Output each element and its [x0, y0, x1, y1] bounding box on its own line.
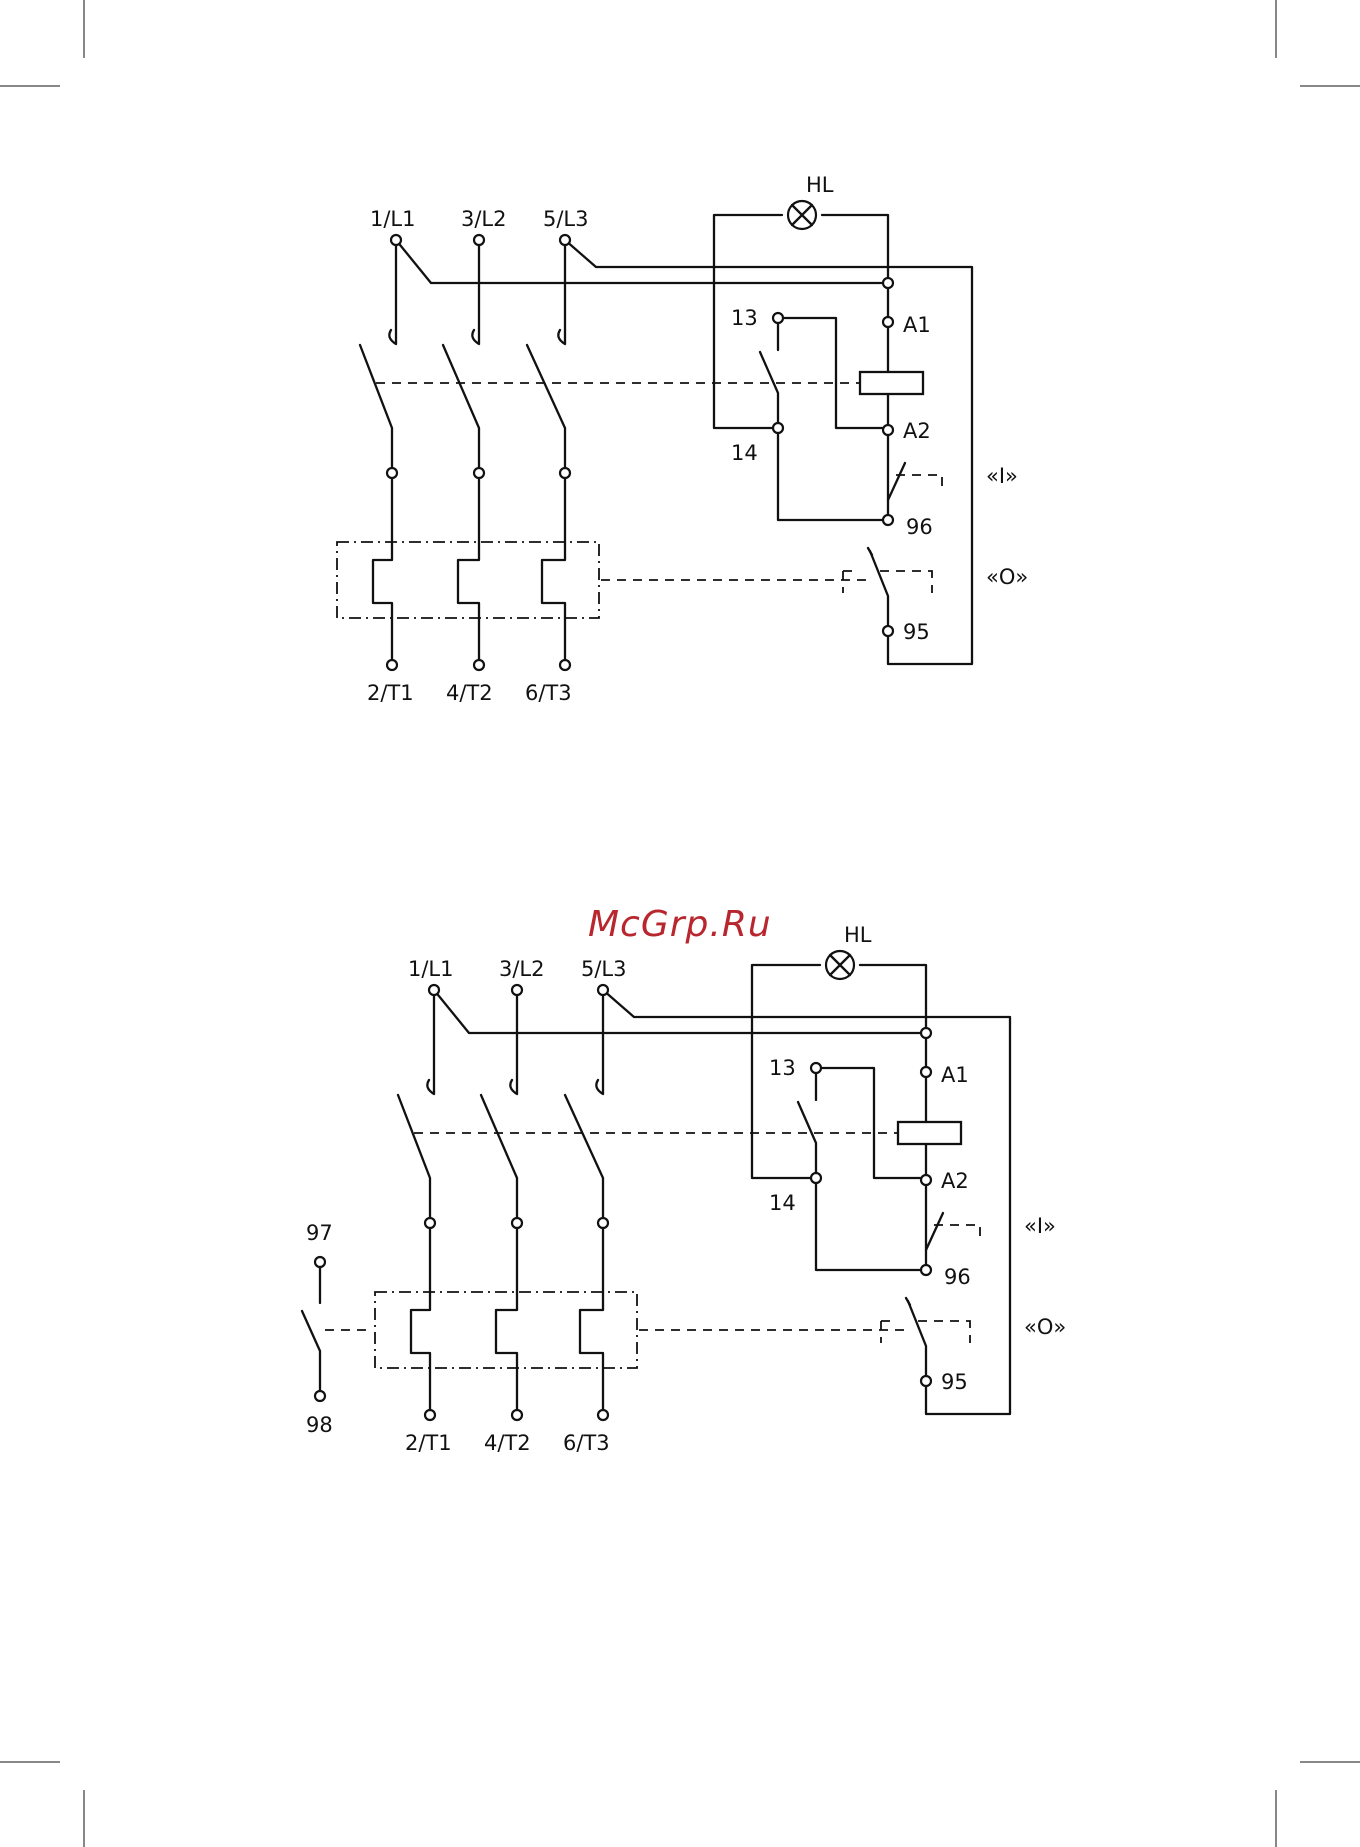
- button-label-on: «I»: [986, 464, 1018, 488]
- terminal-label-t1: 2/T1: [367, 681, 414, 705]
- relay-label-96: 96: [944, 1265, 971, 1289]
- button-label-off: «O»: [1024, 1315, 1066, 1339]
- terminals-bottom: [315, 985, 931, 1420]
- terminal-label-l3: 5/L3: [581, 957, 627, 981]
- terminal-label-l1: 1/L1: [370, 207, 416, 231]
- lamp-label: HL: [844, 923, 872, 947]
- terminal-label-l3: 5/L3: [543, 207, 589, 231]
- terminal-label-t3: 6/T3: [563, 1431, 610, 1455]
- aux-label-13: 13: [731, 306, 758, 330]
- coil-label-a1: A1: [903, 313, 931, 337]
- button-label-off: «O»: [986, 565, 1028, 589]
- terminal-label-t2: 4/T2: [484, 1431, 531, 1455]
- control-circuit: [752, 951, 980, 1381]
- control-circuit: [714, 201, 942, 631]
- terminal-label-t1: 2/T1: [405, 1431, 452, 1455]
- terminal-label-t3: 6/T3: [525, 681, 572, 705]
- coil-label-a2: A2: [941, 1169, 969, 1193]
- power-circuit: [302, 990, 1010, 1415]
- terminal-label-l1: 1/L1: [408, 957, 454, 981]
- relay-label-95: 95: [941, 1370, 968, 1394]
- aux-label-14: 14: [731, 441, 758, 465]
- diagram-bottom: 1/L1 3/L2 5/L3 HL A1 A2 13 14 96 95 «I» …: [302, 923, 1066, 1455]
- aux-label-13: 13: [769, 1056, 796, 1080]
- relay-label-96: 96: [906, 515, 933, 539]
- diagram-top: 1/L1 3/L2 5/L3 HL A1 A2 13 14 96 95 «I» …: [337, 173, 1028, 705]
- terminal-label-l2: 3/L2: [461, 207, 507, 231]
- aux-label-14: 14: [769, 1191, 796, 1215]
- power-circuit: [337, 240, 972, 665]
- terminals-top: [387, 235, 893, 670]
- terminal-label-t2: 4/T2: [446, 681, 493, 705]
- watermark: McGrp.Ru: [588, 904, 772, 945]
- alarm-label-98: 98: [306, 1413, 333, 1437]
- terminal-label-l2: 3/L2: [499, 957, 545, 981]
- coil-label-a2: A2: [903, 419, 931, 443]
- coil-label-a1: A1: [941, 1063, 969, 1087]
- relay-label-95: 95: [903, 620, 930, 644]
- button-label-on: «I»: [1024, 1214, 1056, 1238]
- alarm-label-97: 97: [306, 1221, 333, 1245]
- lamp-label: HL: [806, 173, 834, 197]
